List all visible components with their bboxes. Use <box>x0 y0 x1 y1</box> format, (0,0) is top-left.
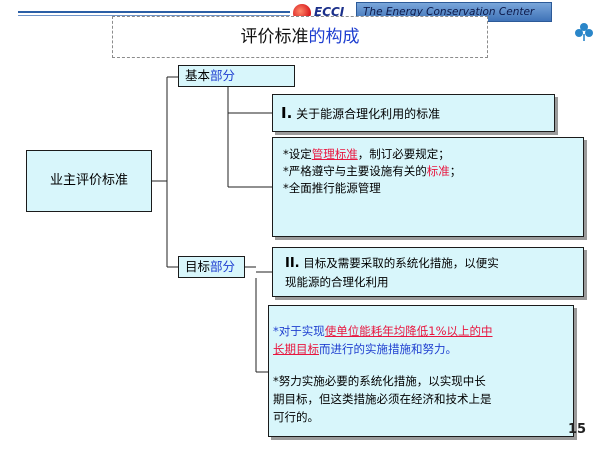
detail-p2-line-3: 可行的。 <box>273 410 319 424</box>
target-tag-prefix: 目标 <box>185 259 211 274</box>
clover-icon <box>575 23 593 41</box>
detail-p1-line-2: 长期目标而进行的实施措施和努力。 <box>273 342 457 356</box>
page-number: 15 <box>568 422 587 437</box>
section-two-box: II. 目标及需要采取的系统化措施，以便实 现能源的合理化利用 <box>272 247 584 297</box>
detail-item-2: *严格遵守与主要设施有关的标准； <box>283 164 462 178</box>
section-one-roman: I. <box>281 104 293 122</box>
long-term-goal-highlight: 长期目标 <box>273 342 319 356</box>
management-standard-highlight: 管理标准 <box>311 147 358 161</box>
section-one-text: 关于能源合理化利用的标准 <box>292 107 441 121</box>
section-two-line-2: 现能源的合理化利用 <box>285 275 389 289</box>
section-one-detail-box: *设定管理标准，制订必要规定； *严格遵守与主要设施有关的标准； *全面推行能源… <box>272 137 584 237</box>
logo-text: ECCJ <box>314 5 345 19</box>
effort-highlight: 而进行的实施措施和努力 <box>319 342 446 356</box>
title-accent: 的构成 <box>308 27 360 47</box>
title-prefix: 评价标准 <box>240 27 309 47</box>
header-rule <box>18 11 290 13</box>
target-tag-accent: 部分 <box>210 259 236 274</box>
standard-highlight: 标准 <box>426 164 450 178</box>
basic-tag-accent: 部分 <box>210 68 236 83</box>
energy-reduction-highlight-2: 年均降低1%以上的中 <box>382 324 493 338</box>
section-one-box: I. 关于能源合理化利用的标准 <box>272 94 555 132</box>
detail-p1-line-1: *对于实现使单位能耗年均降低1%以上的中 <box>273 324 493 338</box>
detail-item-1: *设定管理标准，制订必要规定； <box>283 147 450 161</box>
header-rule-thin <box>18 15 290 16</box>
energy-reduction-highlight-1: 使单位能耗 <box>324 324 383 338</box>
basic-tag-prefix: 基本 <box>185 68 211 83</box>
section-two-detail-box: *对于实现使单位能耗年均降低1%以上的中 长期目标而进行的实施措施和努力。 *努… <box>268 305 574 437</box>
detail-item-3: *全面推行能源管理 <box>283 181 381 195</box>
section-two-line-1: II. 目标及需要采取的系统化措施，以便实 <box>285 256 499 271</box>
target-part-tag: 目标部分 <box>178 256 245 278</box>
detail-p2-line-2: 期目标，但这类措施必须在经济和技术上是 <box>273 392 492 406</box>
owner-evaluation-criteria-node: 业主评价标准 <box>26 150 152 212</box>
page-title: 评价标准的构成 <box>112 16 488 58</box>
basic-part-tag: 基本部分 <box>178 65 295 87</box>
detail-p2-line-1: *努力实施必要的系统化措施，以实现中长 <box>273 374 486 388</box>
section-two-roman: II. <box>285 256 300 271</box>
